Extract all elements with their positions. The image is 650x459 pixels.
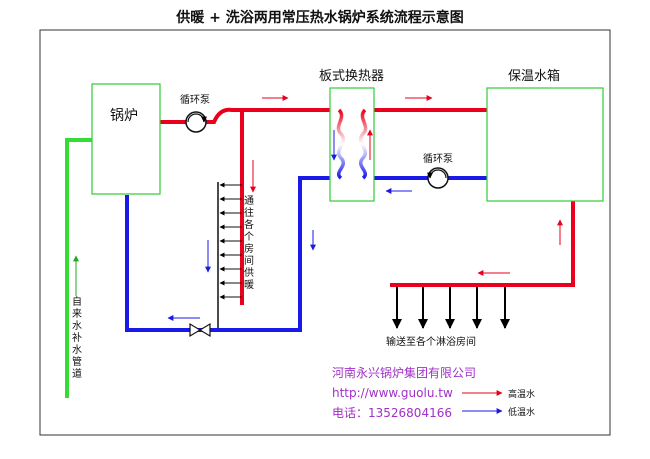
valve-icon	[189, 322, 211, 338]
svg-text:道: 道	[72, 367, 82, 380]
company-phone: 电话：13526804166	[332, 406, 452, 420]
legend-cold-label: 低温水	[508, 406, 535, 418]
svg-text:水: 水	[72, 320, 82, 332]
legend: 高温水 低温水	[462, 388, 535, 418]
heat-exchanger-box	[329, 87, 375, 202]
shower-label: 输送至各个淋浴房间	[386, 335, 476, 348]
svg-text:自: 自	[72, 295, 82, 308]
boiler-box	[91, 83, 161, 195]
svg-text:往: 往	[244, 206, 254, 219]
svg-text:补: 补	[72, 331, 82, 344]
svg-text:供: 供	[244, 266, 254, 279]
heat-exchanger-label: 板式换热器	[319, 69, 384, 84]
hot-to-exchanger-pipe	[205, 107, 340, 124]
diagram-title: 供暖 + 洗浴两用常压热水锅炉系统流程示意图	[175, 9, 463, 26]
company-url: http://www.guolu.tw	[332, 386, 453, 400]
boiler-return-pipe	[125, 176, 340, 332]
outer-frame	[39, 29, 611, 436]
heat-exchanger-coils-icon	[331, 108, 373, 180]
svg-text:水: 水	[72, 344, 82, 356]
makeup-water-pipe	[65, 138, 92, 398]
heating-branches	[219, 182, 242, 300]
tank-fill	[488, 110, 496, 178]
heating-rooms-label: 通 往 各 个 房 间 供 暖	[244, 195, 254, 291]
tank-label: 保温水箱	[508, 68, 560, 84]
svg-text:来: 来	[72, 308, 82, 320]
svg-text:间: 间	[244, 254, 254, 267]
svg-text:各: 各	[244, 218, 254, 231]
svg-text:暖: 暖	[244, 278, 254, 291]
tank-pump-label: 循环泵	[423, 152, 453, 165]
tank-to-shower-pipe	[390, 190, 575, 287]
svg-text:个: 个	[244, 231, 254, 243]
shower-outlets	[392, 287, 510, 329]
svg-text:通: 通	[244, 195, 254, 207]
flow-arrows	[73, 95, 563, 321]
boiler-pump-label: 循环泵	[180, 93, 210, 106]
makeup-water-label: 自 来 水 补 水 管 道	[72, 295, 82, 380]
legend-hot-label: 高温水	[508, 388, 535, 400]
svg-text:管: 管	[72, 355, 82, 368]
tank-box	[486, 87, 604, 202]
svg-text:房: 房	[244, 242, 254, 255]
company-name: 河南永兴锅炉集团有限公司	[332, 365, 476, 380]
tank-pump-icon	[427, 167, 449, 189]
boiler-label: 锅炉	[110, 108, 138, 124]
boiler-pump-icon	[185, 111, 207, 133]
